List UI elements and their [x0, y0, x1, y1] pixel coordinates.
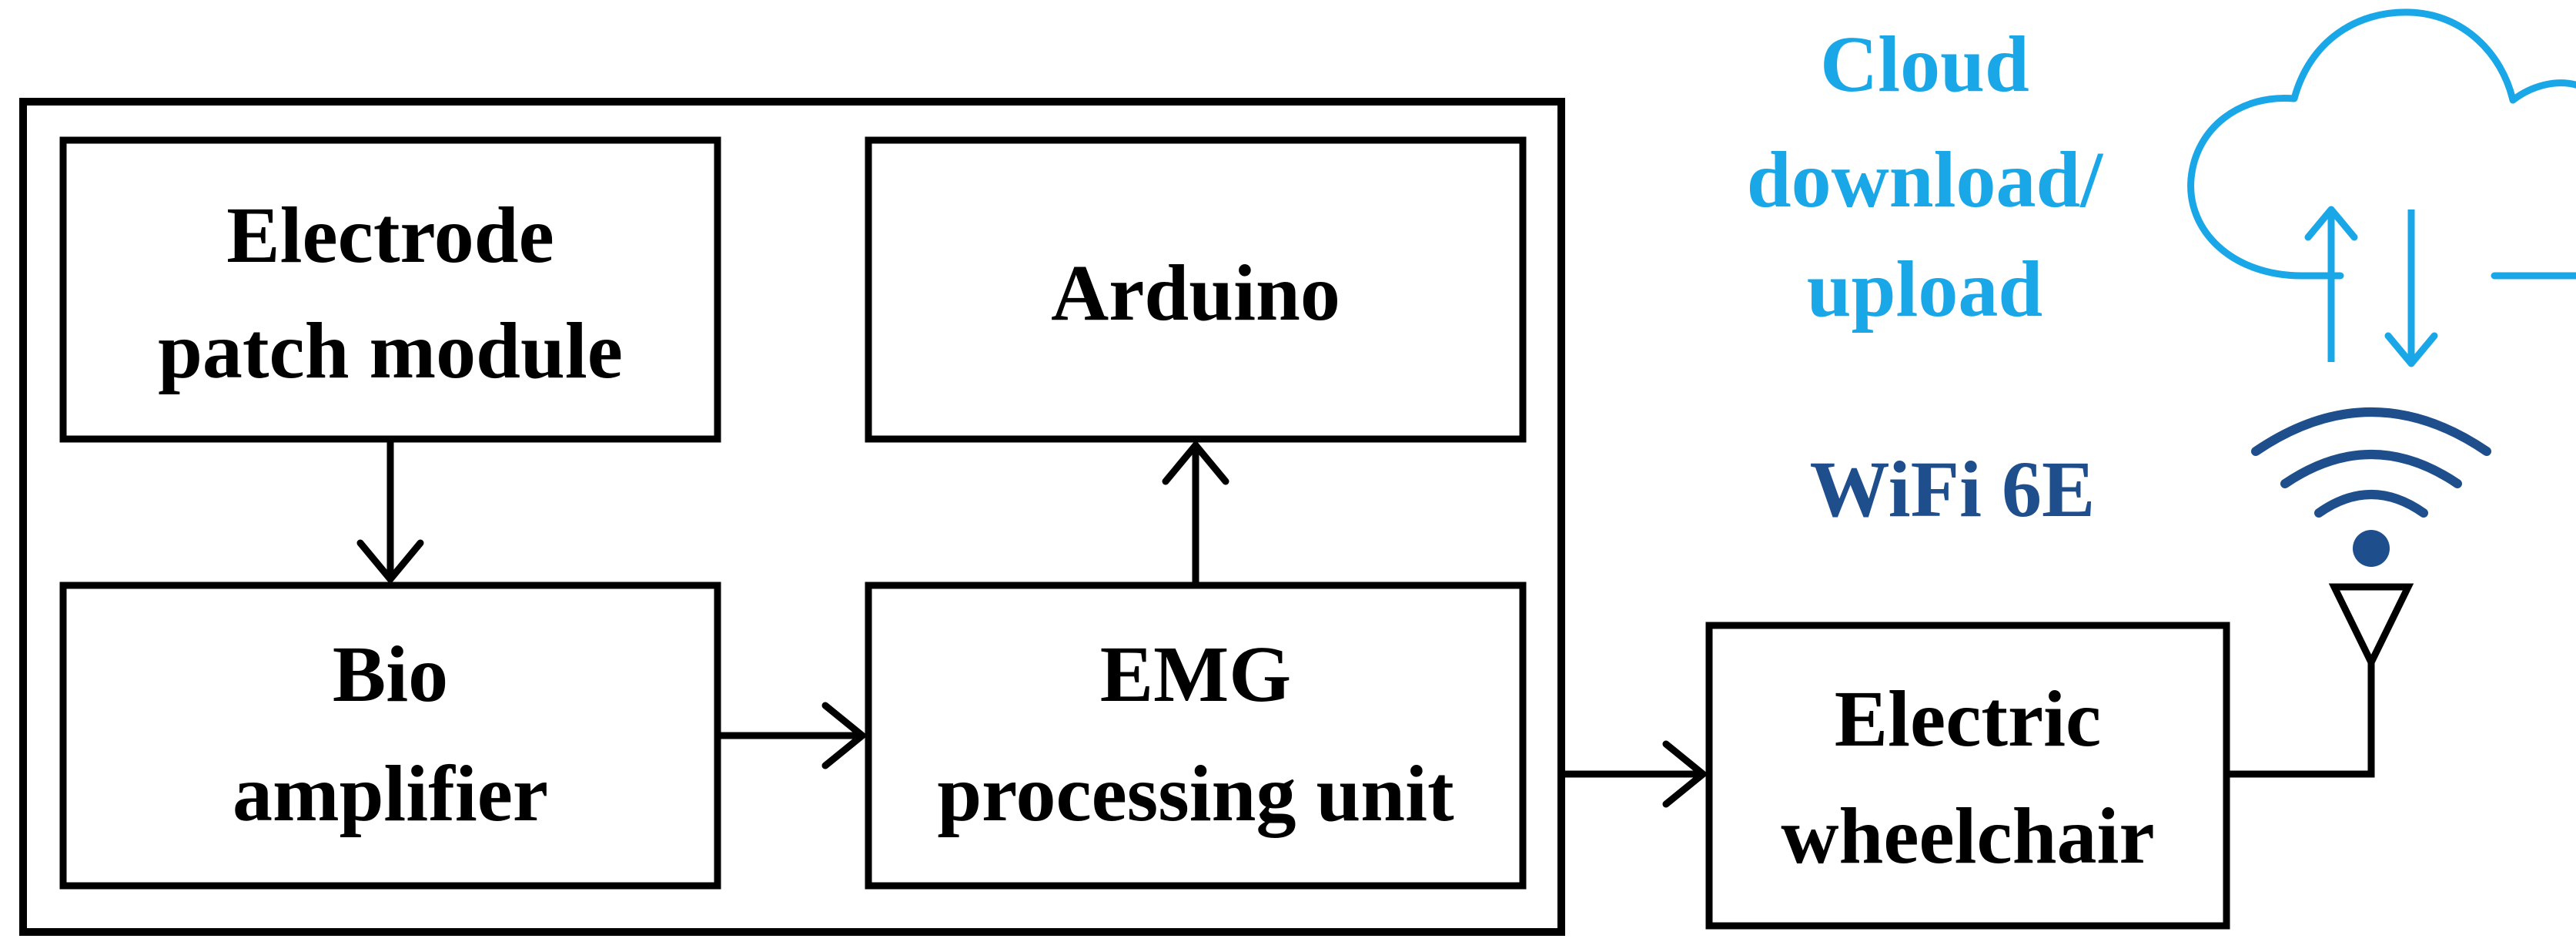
arduino-label: Arduino [1051, 249, 1340, 337]
emg-processing-unit-block: EMG processing unit [865, 582, 1527, 890]
upload-arrow-icon [2304, 206, 2358, 362]
cloud-label-line1: Cloud [1820, 20, 2029, 109]
arduino-block: Arduino [865, 136, 1527, 443]
electrode-label-line2: patch module [158, 307, 623, 395]
wifi-signal-icon [2251, 407, 2491, 567]
electrode-label-line1: Electrode [226, 191, 554, 280]
cloud-label: Cloud download/ upload [1747, 20, 2104, 334]
wire-wheelchair-to-antenna [2226, 662, 2375, 778]
wifi-label: WiFi 6E [1810, 445, 2096, 534]
wheelchair-label-line1: Electric [1835, 675, 2101, 763]
emg-label-line1: EMG [1100, 630, 1291, 719]
arrow-electrode-to-bio [356, 439, 424, 583]
system-frame [19, 98, 1565, 936]
cloud-label-line2: download/ [1747, 136, 2104, 224]
arrow-bio-to-emg [718, 702, 866, 769]
electric-wheelchair-block: Electric wheelchair [1705, 622, 2230, 930]
arrow-system-to-wheelchair [1561, 740, 1707, 808]
cloud-icon [2187, 8, 2576, 280]
arrow-emg-to-arduino [1162, 441, 1229, 585]
electrode-patch-module-block: Electrode patch module [59, 136, 721, 443]
bio-amplifier-block: Bio amplifier [59, 582, 721, 890]
download-arrow-icon [2384, 210, 2438, 367]
bio-label-line1: Bio [333, 630, 448, 719]
bio-label-line2: amplifier [233, 749, 548, 838]
antenna-icon [2328, 583, 2414, 671]
wheelchair-label-line2: wheelchair [1781, 792, 2154, 880]
emg-label-line2: processing unit [937, 749, 1454, 838]
cloud-label-line3: upload [1807, 245, 2042, 334]
